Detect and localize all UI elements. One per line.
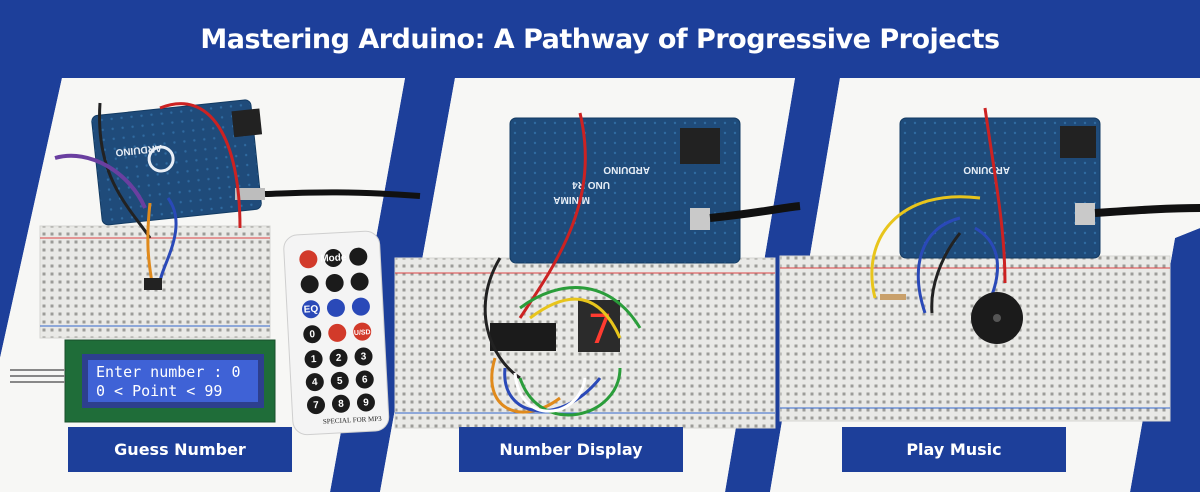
svg-text:2: 2 (336, 353, 343, 364)
seven-segment-display: 7 (578, 300, 620, 353)
svg-text:1: 1 (311, 354, 318, 365)
buzzer (971, 292, 1023, 344)
caption-play-music: Play Music (842, 427, 1066, 472)
panel-play-music: ARDUINO (770, 78, 1200, 492)
caption-guess-number-label: Guess Number (114, 440, 246, 459)
caption-number-display-label: Number Display (499, 440, 643, 459)
svg-text:8: 8 (338, 399, 345, 410)
caption-guess-number: Guess Number (68, 427, 292, 472)
project-photo-scene: ARDUINO Enter number : 0 0 < Point < 99 (0, 78, 1200, 492)
remote-footer-text: SPECIAL FOR MP3 (323, 415, 383, 426)
svg-text:Mode: Mode (320, 252, 347, 264)
svg-text:4: 4 (312, 377, 319, 388)
svg-text:ARDUINO: ARDUINO (963, 164, 1010, 175)
arduino-board: ARDUINO UNO R4 MINIMA (509, 117, 741, 264)
arduino-board: ARDUINO (91, 99, 263, 226)
svg-text:EQ: EQ (304, 304, 319, 316)
arduino-board: ARDUINO (899, 117, 1101, 259)
panel-guess-number: ARDUINO Enter number : 0 0 < Point < 99 (0, 78, 421, 492)
caption-number-display: Number Display (459, 427, 683, 472)
svg-text:9: 9 (363, 397, 370, 408)
remote-keypad: Mode EQ 0 U/SD 1 2 3 (299, 247, 375, 415)
svg-text:MINIMA: MINIMA (553, 194, 590, 205)
svg-text:3: 3 (360, 351, 367, 362)
ir-remote: Mode EQ 0 U/SD 1 2 3 (283, 230, 390, 436)
seven-segment-digit: 7 (588, 307, 612, 353)
panel-number-display: ARDUINO UNO R4 MINIMA 7 (380, 78, 801, 492)
svg-text:UNO R4: UNO R4 (572, 179, 610, 190)
svg-text:ARDUINO: ARDUINO (603, 164, 650, 175)
lcd-line-1: Enter number : 0 (96, 363, 241, 381)
svg-text:6: 6 (362, 374, 369, 385)
lcd-line-2: 0 < Point < 99 (96, 382, 222, 400)
page-title: Mastering Arduino: A Pathway of Progress… (200, 23, 1000, 55)
svg-text:U/SD: U/SD (354, 329, 371, 337)
lcd-display: Enter number : 0 0 < Point < 99 (64, 339, 276, 423)
svg-text:7: 7 (313, 400, 320, 411)
caption-play-music-label: Play Music (906, 440, 1002, 459)
svg-text:0: 0 (309, 329, 316, 340)
title-banner: Mastering Arduino: A Pathway of Progress… (0, 0, 1200, 78)
svg-text:5: 5 (337, 376, 344, 387)
